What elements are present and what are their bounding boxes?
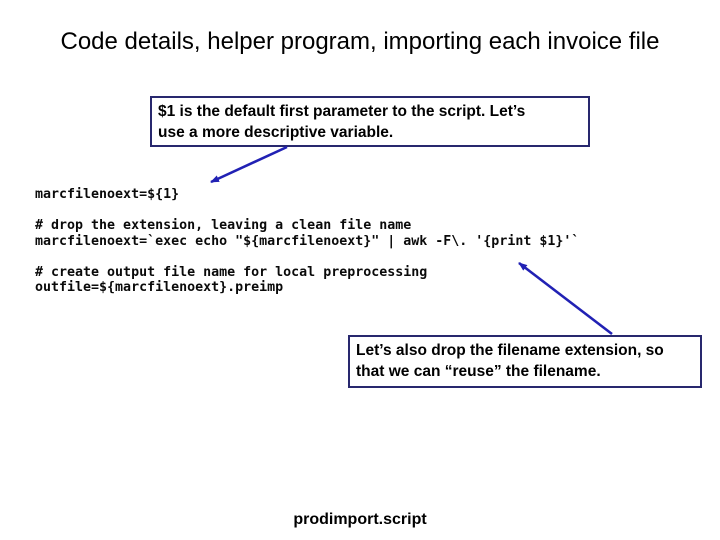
footer-script-name: prodimport.script (293, 511, 427, 528)
code-line: # drop the extension, leaving a clean fi… (35, 218, 412, 233)
code-block: marcfilenoext=${1} # drop the extension,… (35, 187, 579, 296)
code-line-blank (35, 203, 579, 219)
code-line: marcfilenoext=${1} (35, 187, 180, 202)
callout-box-top: $1 is the default first parameter to the… (150, 96, 590, 147)
code-line: # create output file name for local prep… (35, 264, 428, 280)
callout-top-arrow (210, 145, 288, 184)
code-line-blank (35, 249, 579, 265)
slide-title: Code details, helper program, importing … (60, 28, 660, 55)
code-line: outfile=${marcfilenoext}.preimp (35, 280, 284, 295)
callout-box-bottom: Let’s also drop the filename extension, … (348, 335, 702, 388)
code-line: marcfilenoext=`exec echo "${marcfilenoex… (35, 233, 580, 249)
